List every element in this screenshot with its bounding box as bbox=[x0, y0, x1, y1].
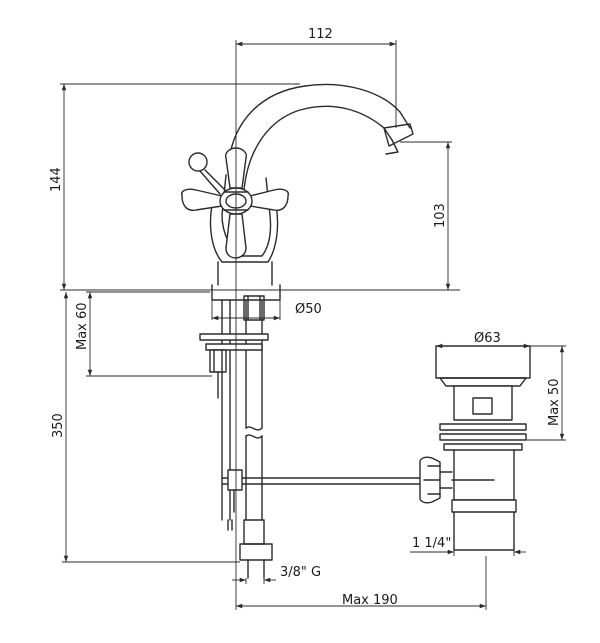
dim-label-1-1-4: 1 1/4" bbox=[412, 536, 451, 551]
dim-label-max-60: Max 60 bbox=[75, 302, 90, 350]
popup-rod bbox=[221, 469, 421, 513]
drain-assembly bbox=[419, 345, 531, 551]
dim-label-diam-63: Ø63 bbox=[474, 331, 501, 346]
dim-label-350: 350 bbox=[51, 413, 66, 438]
dimension-lines bbox=[60, 40, 566, 610]
dim-label-diam-50: Ø50 bbox=[295, 302, 322, 317]
dim-label-112: 112 bbox=[308, 27, 333, 42]
dim-label-3-8-g: 3/8" G bbox=[280, 565, 321, 580]
dim-label-max-190: Max 190 bbox=[342, 593, 398, 608]
cross-handle bbox=[181, 147, 289, 259]
dim-label-103: 103 bbox=[433, 203, 448, 228]
lever-handle bbox=[188, 152, 226, 195]
dim-label-max-50: Max 50 bbox=[547, 378, 562, 426]
dim-label-144: 144 bbox=[49, 167, 64, 192]
